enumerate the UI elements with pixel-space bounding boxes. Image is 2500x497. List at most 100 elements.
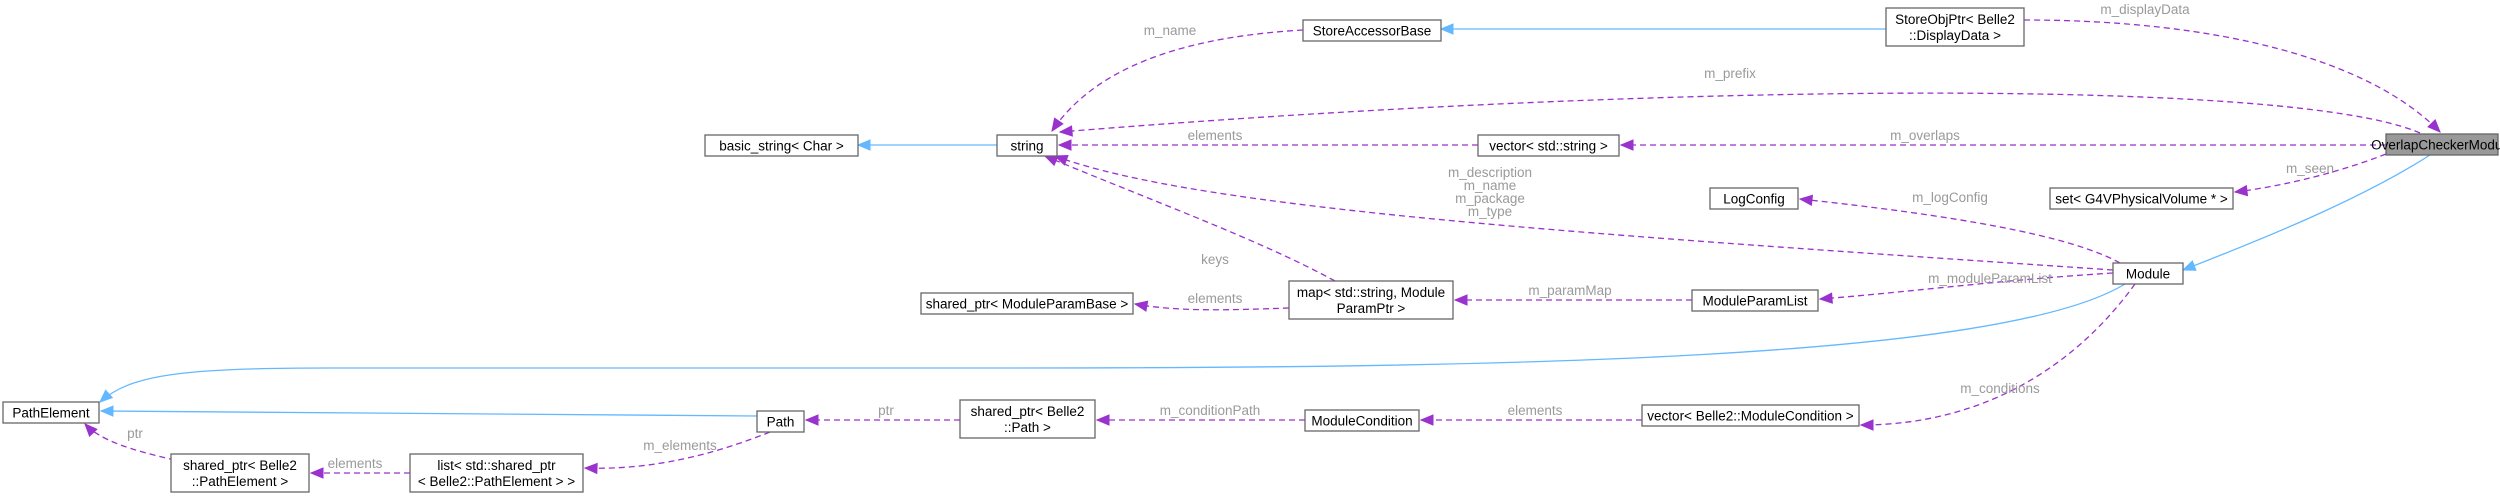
class-node-box (1885, 7, 2025, 47)
class-node-basicstring[interactable]: basic_string< Char > (704, 134, 859, 157)
member-edge-storeaccessor-string (1052, 29, 1304, 131)
class-node-sharedparam[interactable]: shared_ptr< ModuleParamBase > (920, 292, 1134, 315)
edge-label: m_elements (643, 438, 717, 453)
class-node-box (996, 134, 1058, 157)
class-node-label: Path (767, 415, 795, 430)
member-edge-string-map (1045, 155, 1336, 282)
edge-label: elements (1188, 128, 1243, 143)
class-node-label: list< std::shared_ptr (437, 458, 556, 473)
member-edge-veccond-module (1861, 283, 2136, 425)
class-node-label: OverlapCheckerModule (2371, 138, 2500, 153)
class-node-overlap[interactable]: OverlapCheckerModule (2371, 133, 2500, 156)
class-node-box (704, 134, 859, 157)
class-node-sharedpath[interactable]: shared_ptr< Belle2::Path > (959, 399, 1096, 439)
edge-label: m_conditions (1960, 381, 2040, 396)
class-node-box (2, 401, 100, 424)
edge-label: m_name (1144, 23, 1197, 38)
class-node-box (756, 410, 805, 433)
edge-label: m_seen (2286, 161, 2334, 176)
edge-label: m_moduleParamList (1928, 271, 2052, 286)
class-node-label: StoreAccessorBase (1313, 24, 1432, 39)
class-node-box (1691, 289, 1819, 312)
member-edge-sharedparam-map (1135, 304, 1290, 310)
member-edge-listshared-path (585, 431, 771, 468)
class-node-modparamlist[interactable]: ModuleParamList (1691, 289, 1819, 312)
class-node-label: string (1010, 139, 1043, 154)
inheritance-edge-path-pathelement (101, 411, 758, 416)
edge-label: elements (1188, 291, 1243, 306)
edge-label: ptr (127, 426, 143, 441)
class-node-label: shared_ptr< Belle2 (183, 458, 297, 473)
member-edge-pathelement-sharedpe (85, 424, 176, 461)
class-node-label: StoreObjPtr< Belle2 (1895, 12, 2015, 27)
class-node-veccond[interactable]: vector< Belle2::ModuleCondition > (1641, 404, 1860, 427)
class-node-label: set< G4VPhysicalVolume * > (2055, 192, 2228, 207)
class-node-storeaccessor[interactable]: StoreAccessorBase (1302, 19, 1442, 42)
edge-label: m_logConfig (1912, 190, 1988, 205)
class-node-box (1302, 19, 1442, 42)
class-node-box (2385, 133, 2499, 156)
class-node-box (2049, 187, 2234, 210)
edge-label: ptr (878, 403, 894, 418)
class-node-label: ModuleCondition (1311, 414, 1412, 429)
edge-label: m_prefix (1704, 66, 1756, 81)
class-node-storeobj[interactable]: StoreObjPtr< Belle2::DisplayData > (1885, 7, 2025, 47)
edge-label: m_overlaps (1890, 128, 1960, 143)
edge-label: m_description (1448, 165, 1532, 180)
edge-label: m_package (1455, 191, 1525, 206)
class-node-label: Module (2126, 267, 2170, 282)
class-node-box (409, 453, 584, 493)
class-node-path[interactable]: Path (756, 410, 805, 433)
class-node-module[interactable]: Module (2112, 262, 2184, 285)
class-node-label: shared_ptr< Belle2 (971, 404, 1085, 419)
class-node-label: basic_string< Char > (719, 139, 844, 154)
class-node-label: ::Path > (1004, 420, 1051, 435)
class-node-sharedpe[interactable]: shared_ptr< Belle2::PathElement > (170, 453, 310, 493)
class-node-label: ::PathElement > (192, 474, 289, 489)
class-node-box (959, 399, 1096, 439)
class-node-box (1641, 404, 1860, 427)
edge-label: elements (1508, 403, 1563, 418)
class-node-box (1709, 187, 1799, 210)
member-edge-modparamlist-module (1820, 272, 2114, 299)
member-edge-logconfig-module (1800, 199, 2121, 264)
edge-label: elements (328, 456, 383, 471)
class-node-label: ::DisplayData > (1909, 28, 2001, 43)
inheritance-edge-module-overlap (2183, 154, 2431, 270)
class-node-box (920, 292, 1134, 315)
class-node-box (170, 453, 310, 493)
class-node-label: < Belle2::PathElement > > (418, 474, 575, 489)
class-node-label: LogConfig (1723, 192, 1785, 207)
class-node-label: vector< Belle2::ModuleCondition > (1647, 409, 1853, 424)
class-node-box (1288, 280, 1454, 320)
class-node-label: vector< std::string > (1489, 139, 1608, 154)
class-node-listshared[interactable]: list< std::shared_ptr< Belle2::PathEleme… (409, 453, 584, 493)
edge-label: m_displayData (2100, 2, 2190, 17)
class-node-logconfig[interactable]: LogConfig (1709, 187, 1799, 210)
class-node-label: PathElement (12, 406, 90, 421)
class-node-box (1477, 134, 1620, 157)
member-edge-setg4-overlap (2235, 153, 2387, 192)
class-node-label: shared_ptr< ModuleParamBase > (926, 297, 1129, 312)
class-node-setg4[interactable]: set< G4VPhysicalVolume * > (2049, 187, 2234, 210)
member-edge-string-overlap (1060, 92, 2421, 133)
member-edge-string-module (1055, 156, 2114, 271)
class-node-pathelement[interactable]: PathElement (2, 401, 100, 424)
edge-label: m_type (1468, 204, 1512, 219)
class-node-label: ModuleParamList (1702, 294, 1807, 309)
edge-label: m_name (1464, 178, 1517, 193)
class-node-vecstring[interactable]: vector< std::string > (1477, 134, 1620, 157)
class-node-string[interactable]: string (996, 134, 1058, 157)
edge-label: m_conditionPath (1160, 403, 1261, 418)
class-node-label: ParamPtr > (1337, 301, 1406, 316)
member-edge-storeobj-overlap (2023, 19, 2440, 132)
edge-label: keys (1201, 252, 1229, 267)
class-node-modcondition[interactable]: ModuleCondition (1304, 409, 1420, 432)
inheritance-edge-module-pathelement (100, 283, 2126, 402)
class-node-box (1304, 409, 1420, 432)
edge-label: m_paramMap (1528, 283, 1611, 298)
class-node-box (2112, 262, 2184, 285)
class-node-label: map< std::string, Module (1297, 285, 1445, 300)
